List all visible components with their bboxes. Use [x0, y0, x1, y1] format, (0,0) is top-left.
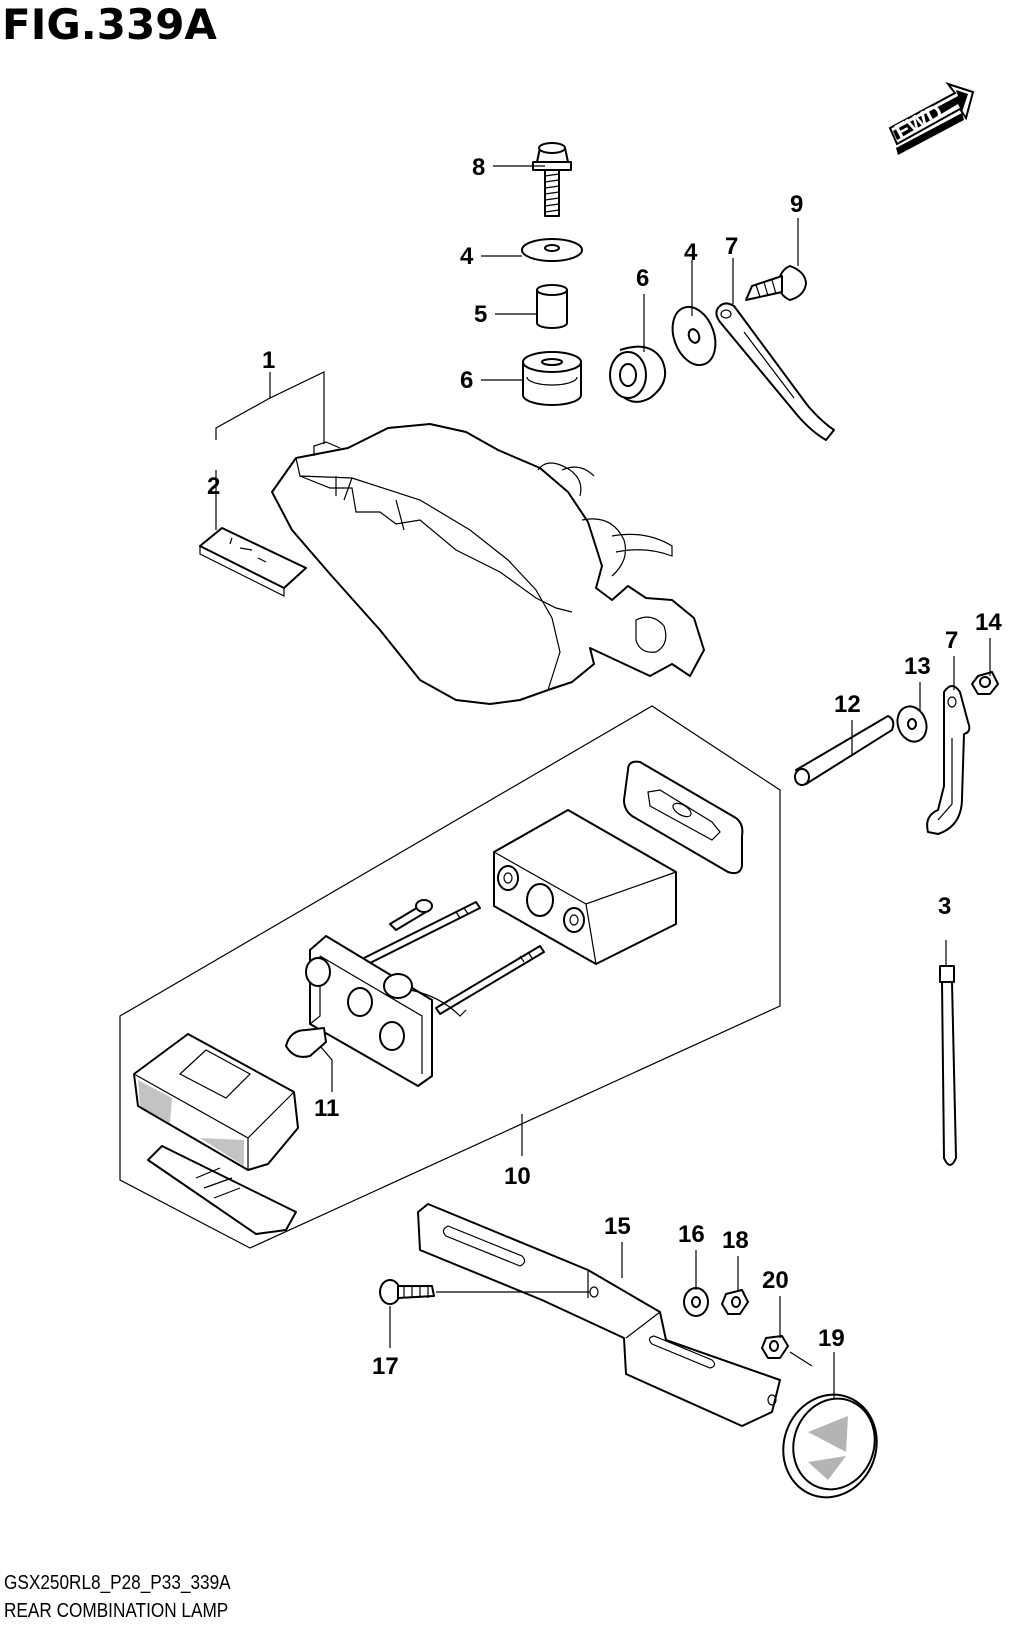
part-13-washer: [896, 705, 928, 743]
figure-name: REAR COMBINATION LAMP: [4, 1600, 229, 1622]
part-1-lamp-housing: [271, 423, 705, 705]
callout-18: 18: [722, 1227, 749, 1254]
callout-11: 11: [314, 1095, 339, 1122]
callout-4: 4: [460, 243, 474, 270]
forward-direction-arrow: FWD: [888, 82, 975, 155]
callout-15: 15: [604, 1213, 631, 1240]
part-4-washer-right: [671, 305, 717, 367]
part-10-lens: [133, 1033, 299, 1171]
part-16-washer: [683, 1287, 709, 1317]
part-9-tapping-screw: [745, 265, 807, 301]
part-2-plate: [199, 527, 307, 597]
part-10-socket-box: [493, 809, 677, 965]
part-8-bolt: [532, 142, 572, 217]
callout-12: 12: [834, 691, 861, 718]
part-15-bracket: [417, 1203, 781, 1427]
callout-6: 6: [636, 265, 649, 292]
callout-8: 8: [472, 154, 485, 181]
callout-labels: 8 4 5 6 6 4 7 9 1 2 14 7 13 12 3 11 10 1…: [207, 154, 1002, 1380]
part-10-lens-plate: [147, 1145, 297, 1235]
callout-3: 3: [938, 893, 951, 920]
part-11-bulb: [285, 1027, 327, 1058]
part-6-grommet-left: [522, 351, 582, 406]
part-10-long-bolts: [359, 901, 545, 1015]
callout-9: 9: [790, 191, 803, 218]
part-10-screw: [389, 899, 433, 931]
callout-19: 19: [818, 1325, 845, 1352]
callout-13: 13: [904, 653, 931, 680]
callout-7: 7: [945, 627, 958, 654]
part-10-assembly-outline: [119, 705, 781, 1249]
callout-14: 14: [975, 609, 1002, 636]
part-10-gasket: [623, 760, 744, 875]
figure-code: GSX250RL8_P28_P33_339A: [4, 1572, 231, 1594]
callout-16: 16: [678, 1221, 705, 1248]
part-17-bolt: [379, 1279, 590, 1305]
callout-2: 2: [207, 473, 220, 500]
callout-7: 7: [725, 233, 738, 260]
part-14-nut: [971, 671, 999, 695]
callout-1: 1: [262, 347, 275, 374]
part-18-nut: [721, 1289, 749, 1315]
figure-title: FIG.339A: [2, 0, 217, 49]
leader-lines: [215, 165, 991, 1398]
callout-4: 4: [684, 239, 698, 266]
part-7-stay-top: [715, 302, 835, 441]
part-6-grommet-right: [609, 345, 666, 403]
part-20-nut: [761, 1335, 813, 1367]
callout-5: 5: [474, 301, 487, 328]
part-3-cable-tie: [939, 940, 957, 1166]
callout-17: 17: [372, 1353, 399, 1380]
part-4-washer-top: [521, 238, 583, 262]
part-12-spacer-pipe: [794, 715, 895, 786]
callout-10: 10: [504, 1163, 531, 1190]
callout-6: 6: [460, 367, 473, 394]
callout-20: 20: [762, 1267, 789, 1294]
part-5-collar: [536, 284, 568, 329]
part-10-socket-plate: [305, 935, 467, 1087]
part-19-reflector: [782, 1393, 878, 1499]
part-7-stay-side: [926, 685, 971, 835]
